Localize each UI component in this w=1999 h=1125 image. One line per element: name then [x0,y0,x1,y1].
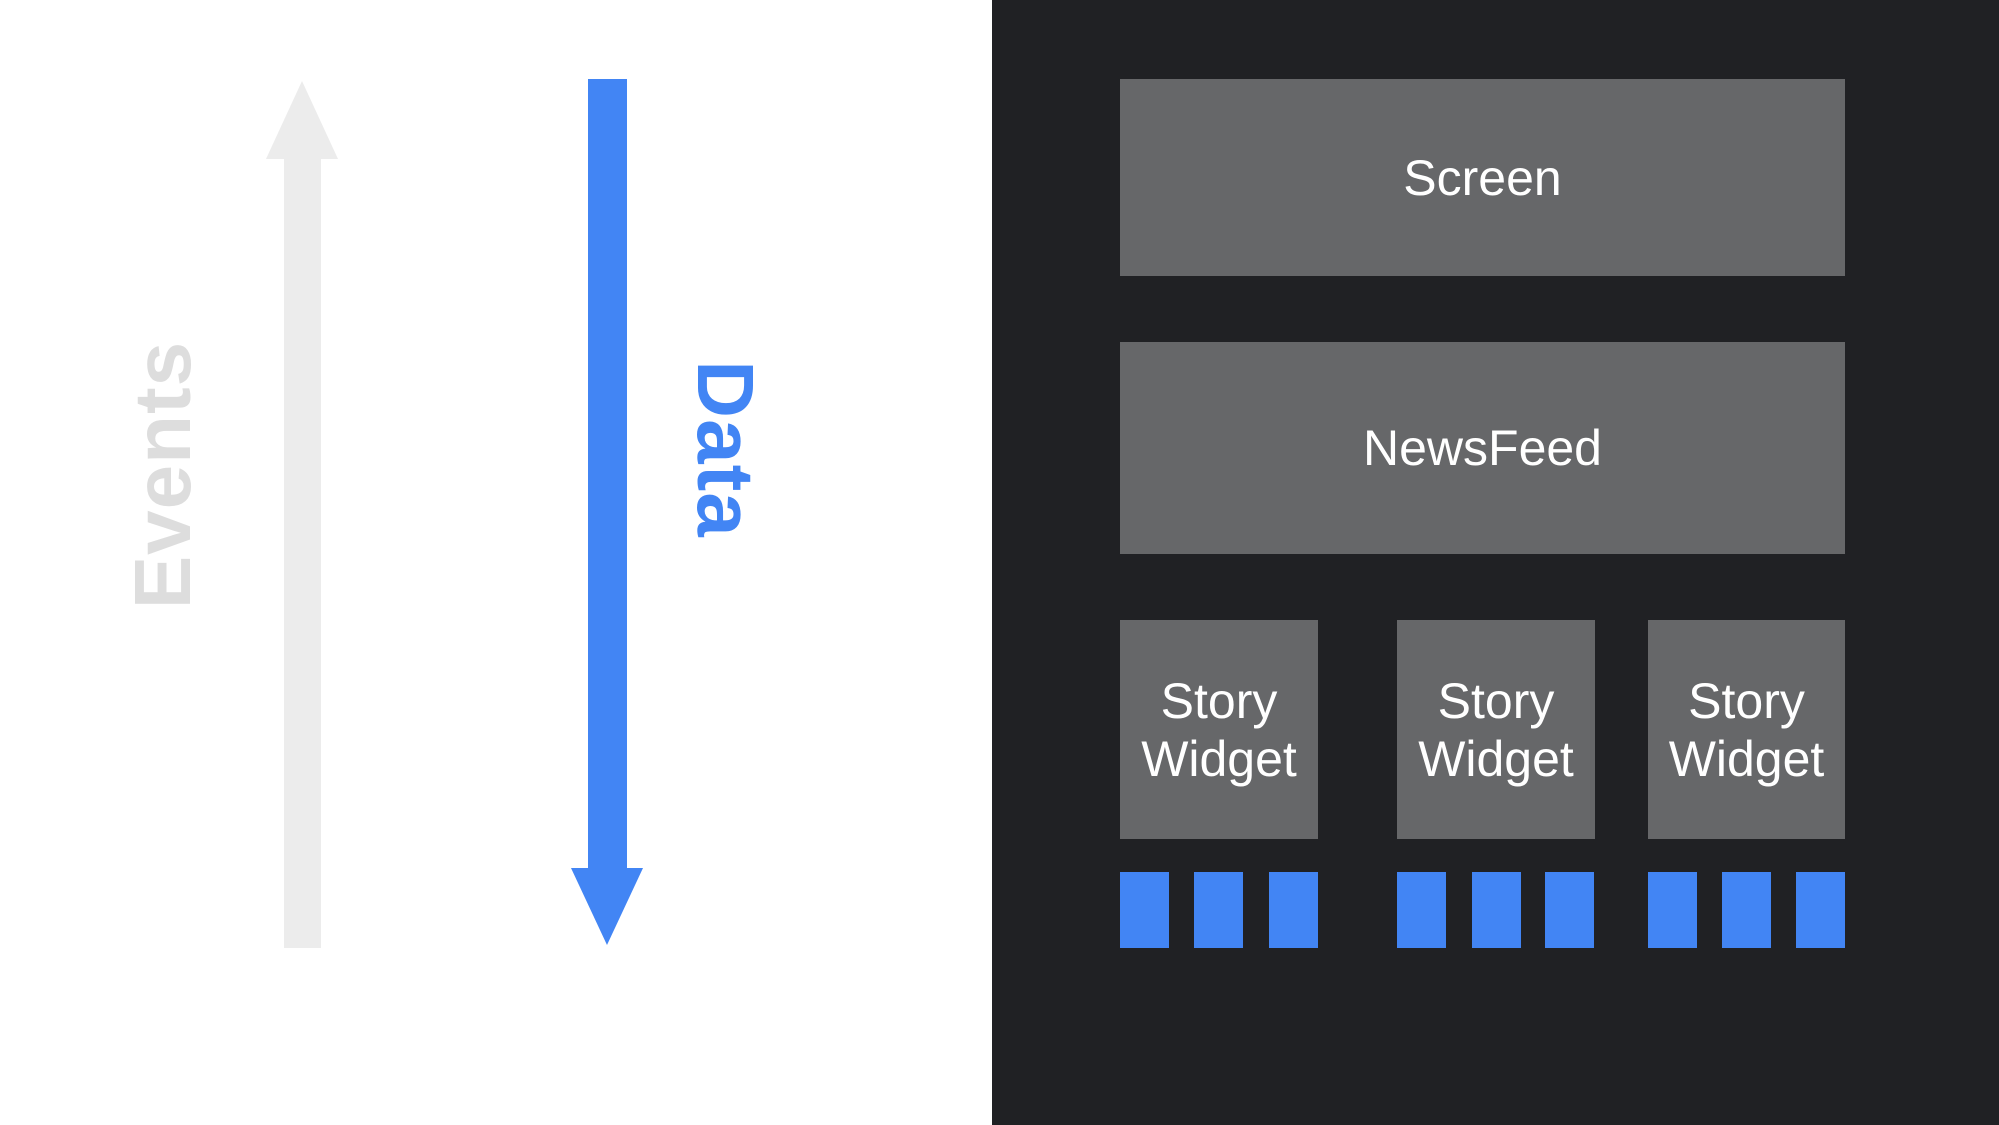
story-widget-box: Story Widget [1397,620,1595,839]
data-arrow-shaft [588,79,627,868]
events-arrow-shaft [284,157,321,948]
data-item-square [1648,872,1697,948]
story-widget-label: Story Widget [1418,672,1574,787]
newsfeed-widget-label: NewsFeed [1363,420,1602,476]
story-widget-label: Story Widget [1141,672,1297,787]
screen-widget-box: Screen [1120,79,1845,276]
story-widget-label: Story Widget [1668,672,1825,787]
events-label: Events [118,340,207,610]
data-item-square [1722,872,1771,948]
story-widget-box: Story Widget [1648,620,1845,839]
data-item-square [1194,872,1243,948]
story-widget-box: Story Widget [1120,620,1318,839]
data-item-square [1120,872,1169,948]
newsfeed-widget-box: NewsFeed [1120,342,1845,554]
data-item-square [1545,872,1594,948]
events-arrow-up-icon [266,81,338,159]
data-item-square [1397,872,1446,948]
widget-tree-panel: Screen NewsFeed Story Widget Story Widge… [992,0,1999,1125]
data-label: Data [681,360,770,538]
data-item-square [1269,872,1318,948]
data-item-square [1472,872,1521,948]
data-arrow-down-icon [571,868,643,945]
data-item-square [1796,872,1845,948]
screen-widget-label: Screen [1403,149,1562,206]
flow-panel: Events Data [0,0,992,1125]
